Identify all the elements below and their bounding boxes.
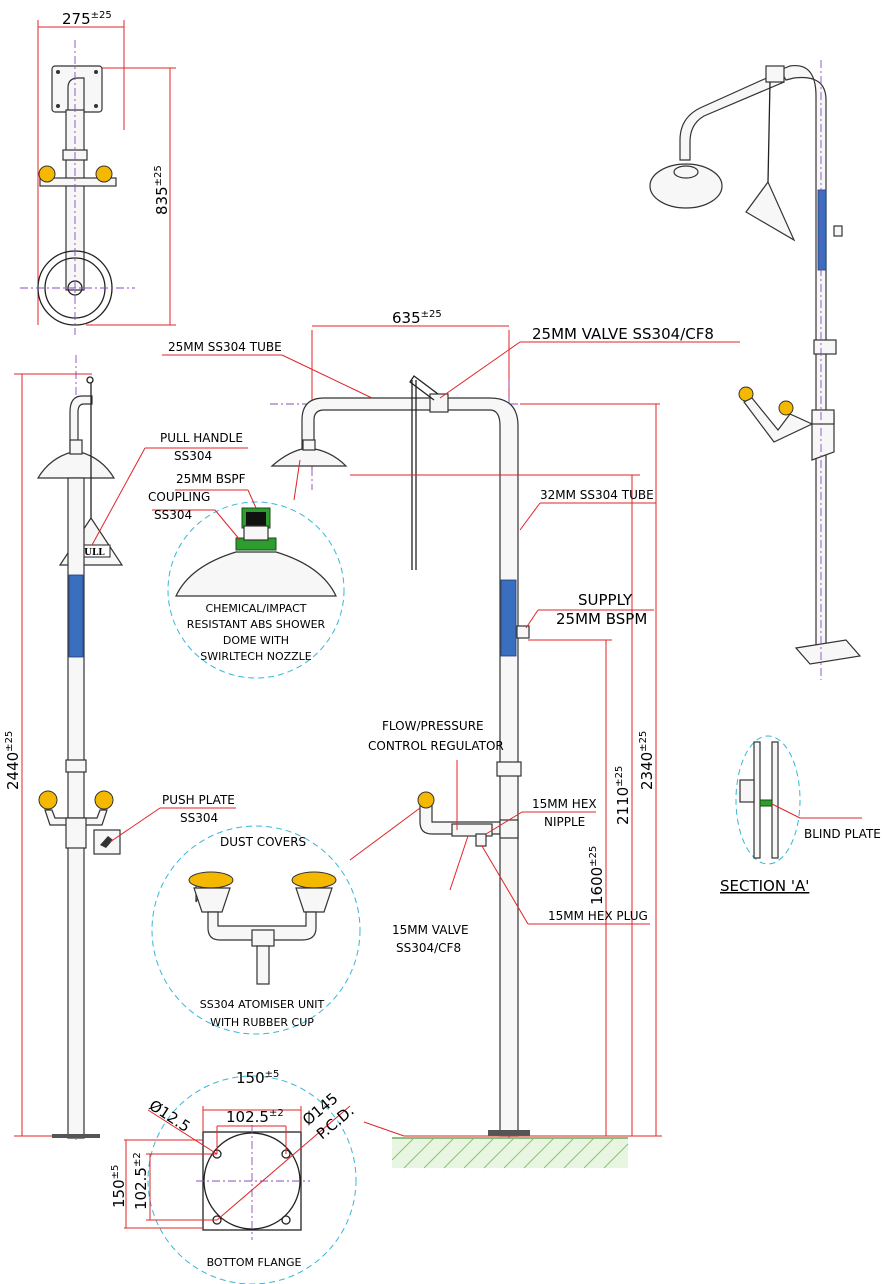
note-bottom-flange: BOTTOM FLANGE [207, 1256, 302, 1269]
label-dust-covers: DUST COVERS [220, 835, 306, 849]
label-supply-thread: 25MM BSPM [556, 610, 647, 628]
dim-dome-height: 2110±25 [614, 766, 632, 825]
atomiser-detail [151, 825, 361, 1035]
label-valve-15: 15MM VALVE [392, 923, 469, 937]
top-view: 275±25 835±25 [20, 10, 176, 335]
label-tube-25: 25MM SS304 TUBE [168, 340, 282, 354]
front-view: 2440±25 PULL [4, 355, 124, 1140]
label-pull-handle-material: SS304 [174, 449, 212, 463]
leader-lines [91, 341, 740, 925]
label-tube-32: 32MM SS304 TUBE [540, 488, 654, 502]
label-blind-plate: BLIND PLATE [804, 827, 881, 841]
note-dome-2: RESISTANT ABS SHOWER [187, 618, 326, 631]
label-hex-plug: 15MM HEX PLUG [548, 909, 648, 923]
note-atomiser-1: SS304 ATOMISER UNIT [200, 998, 325, 1011]
dim-flange-height: 150±5 [110, 1165, 128, 1208]
label-flow-regulator-2: CONTROL REGULATOR [368, 739, 504, 753]
note-dome-1: CHEMICAL/IMPACT [205, 602, 306, 615]
label-bspf: 25MM BSPF [176, 472, 246, 486]
note-dome-4: SWIRLTECH NOZZLE [200, 650, 312, 663]
label-flow-regulator: FLOW/PRESSURE [382, 719, 484, 733]
callout-labels: 25MM SS304 TUBE 25MM VALVE SS304/CF8 PUL… [148, 325, 881, 1269]
section-a-detail [735, 735, 862, 865]
note-atomiser-2: WITH RUBBER CUP [210, 1016, 314, 1029]
pull-sign-text: PULL [77, 548, 105, 558]
isometric-view [649, 60, 862, 680]
label-hex-nipple: 15MM HEX [532, 797, 597, 811]
bottom-flange-detail: 150±5 102.5±2 150±5 102.5±2 Ø12.5 Ø145 P… [110, 1069, 358, 1284]
label-pull-handle: PULL HANDLE [160, 431, 243, 445]
ground-hatch [391, 1137, 629, 1169]
dim-overall-height: 2440±25 [4, 731, 22, 790]
dim-supply-height: 1600±25 [588, 846, 606, 905]
label-supply: SUPPLY [578, 591, 633, 609]
label-section-a: SECTION 'A' [720, 877, 809, 895]
label-hex-nipple-2: NIPPLE [544, 815, 585, 829]
label-coupling: COUPLING [148, 490, 210, 504]
dim-flange-width: 150±5 [236, 1069, 279, 1087]
dim-top-width: 275±25 [62, 10, 112, 28]
label-push-plate: PUSH PLATE [162, 793, 235, 807]
label-valve-25: 25MM VALVE SS304/CF8 [532, 325, 714, 343]
label-push-plate-material: SS304 [180, 811, 218, 825]
shower-dome-detail [167, 501, 345, 679]
dim-hole-spacing-y: 102.5±2 [132, 1152, 150, 1210]
dim-hole-dia: Ø12.5 [146, 1096, 194, 1136]
label-coupling-material: SS304 [154, 508, 192, 522]
note-dome-3: DOME WITH [223, 634, 289, 647]
side-view: 635±25 1600±25 2110±25 [270, 309, 662, 1169]
dim-top-height: 835±25 [153, 165, 171, 215]
label-valve-15-material: SS304/CF8 [396, 941, 461, 955]
dim-arm-length: 635±25 [392, 309, 442, 327]
dim-hole-spacing-x: 102.5±2 [226, 1108, 284, 1126]
dim-head-height: 2340±25 [638, 731, 656, 790]
